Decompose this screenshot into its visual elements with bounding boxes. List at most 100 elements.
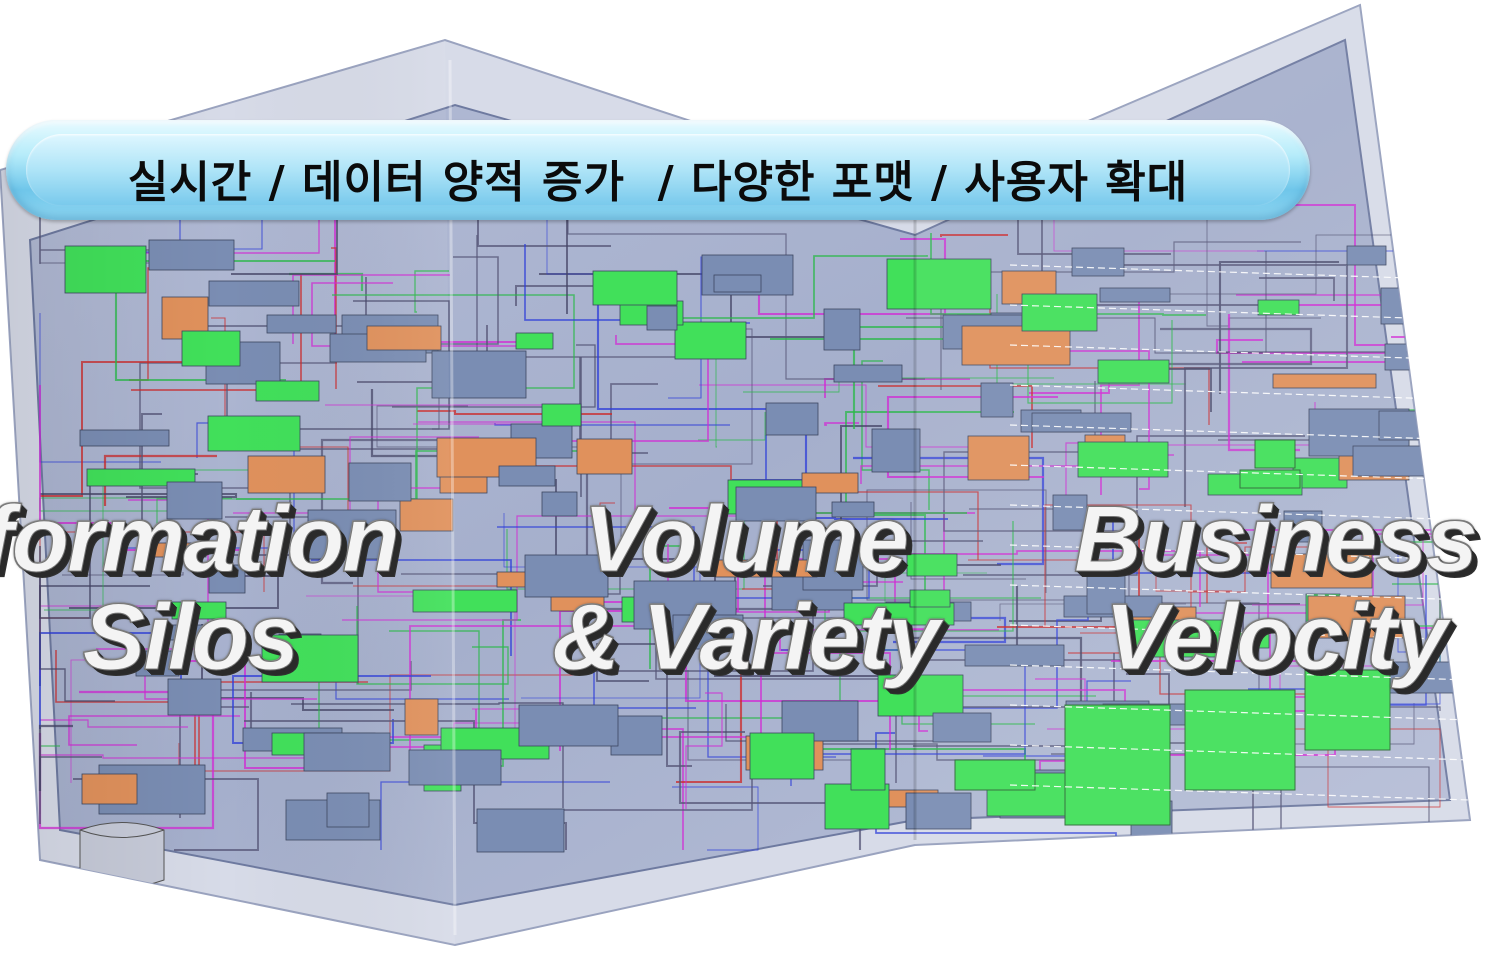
diagram-box <box>871 428 921 473</box>
word-business-line2: Velocity <box>1104 584 1448 689</box>
connector-line <box>1188 546 1322 593</box>
connector-line <box>874 550 1201 607</box>
diagram-box <box>1119 619 1224 658</box>
diagram-box <box>592 270 678 306</box>
diagram-box <box>905 792 972 830</box>
diagram-box <box>1378 410 1420 441</box>
diagram-box <box>1097 359 1170 384</box>
connector-line <box>1206 542 1247 603</box>
diagram-box <box>823 308 861 351</box>
connector-line <box>1259 277 1335 301</box>
diagram-block <box>1254 439 1296 469</box>
connector-line <box>910 502 1026 580</box>
connector-line <box>666 638 692 767</box>
diagram-box <box>824 783 890 830</box>
diagram-box <box>843 602 955 626</box>
diagram-box <box>877 674 964 717</box>
diagram-box <box>541 403 582 427</box>
connector-line <box>698 412 766 441</box>
connector-line <box>555 479 948 677</box>
connector-line <box>1108 263 1349 507</box>
connector-line <box>968 559 1232 592</box>
connector-line <box>824 422 859 426</box>
connector-line <box>699 384 1012 448</box>
diagram-box <box>1257 299 1300 316</box>
diagram-box <box>1272 373 1377 389</box>
diagram-box <box>1099 287 1171 303</box>
diagram-box <box>906 553 958 577</box>
diagram-box <box>1346 245 1387 266</box>
banner-inner <box>26 134 1290 206</box>
diagram-box <box>518 704 619 747</box>
word-business-velocity: Business Velocity <box>1050 486 1493 689</box>
connector-line <box>725 704 961 742</box>
connector-line <box>353 502 615 587</box>
diagram-box <box>980 382 1014 418</box>
diagram-box <box>831 501 875 518</box>
connector-line <box>1095 516 1277 574</box>
connector-line <box>546 219 612 275</box>
connector-line <box>418 421 638 536</box>
word-business-line1: Business <box>1074 486 1479 591</box>
connector-line <box>861 360 930 510</box>
word-volume-variety: Volume & Variety <box>520 486 970 689</box>
diagram-box <box>674 321 747 360</box>
diagram-box <box>524 554 609 598</box>
word-information-line1: formation <box>0 486 400 591</box>
diagram-box <box>498 465 556 487</box>
connector-line <box>940 234 1008 237</box>
diagram-box <box>1086 563 1126 615</box>
connector-line <box>1138 554 1374 614</box>
diagram-box <box>1052 494 1088 531</box>
banner-title: 실시간 / 데이터 양적 증가 / 다양한 포맷 / 사용자 확대 <box>127 157 1189 208</box>
diagram-box <box>909 589 951 608</box>
connector-line <box>1137 234 1440 295</box>
connector-line <box>672 786 759 851</box>
diagram-box <box>714 559 818 578</box>
diagram-box <box>646 305 678 331</box>
connector-line <box>918 713 928 732</box>
diagram-box <box>833 364 903 383</box>
diagram-box <box>765 402 819 436</box>
fold-left <box>0 40 455 945</box>
connector-line <box>853 456 1045 566</box>
diagram-box <box>1283 510 1323 543</box>
diagram-box <box>1071 247 1125 277</box>
connector-line <box>743 377 1054 393</box>
diagram-box <box>476 808 565 853</box>
diagram-box <box>1021 293 1098 332</box>
diagram-box <box>850 748 886 791</box>
diagram-box <box>610 715 663 756</box>
connector-line <box>940 241 1301 390</box>
diagram-box <box>749 732 815 780</box>
diagram-box <box>1077 441 1169 478</box>
connector-line <box>656 255 928 319</box>
connector-line <box>715 352 717 448</box>
diagram-box <box>1307 595 1406 639</box>
diagram-box <box>541 491 578 517</box>
diagram-box <box>576 438 633 475</box>
diagram-block <box>1184 689 1296 791</box>
diagram-box <box>515 332 554 350</box>
diagram-block <box>1304 669 1391 751</box>
diagram-box <box>967 435 1030 481</box>
headline-banner: 실시간 / 데이터 양적 증가 / 다양한 포맷 / 사용자 확대 <box>6 120 1310 220</box>
connector-line <box>1158 368 1212 412</box>
diagram-block <box>1064 704 1171 826</box>
connector-line <box>503 513 701 699</box>
diagram-box <box>932 712 992 743</box>
connector-line <box>1218 260 1339 394</box>
word-volume-line1: Volume <box>582 486 909 591</box>
connector-line <box>567 201 925 380</box>
connector-line <box>1367 706 1441 711</box>
diagram-box <box>1031 412 1132 433</box>
diagram-box <box>1270 553 1373 589</box>
connector-line <box>1215 338 1395 355</box>
diagram-box <box>713 274 762 293</box>
word-information-line2: Silos <box>82 584 300 689</box>
diagram-box <box>672 614 744 650</box>
connector-line <box>685 692 723 809</box>
word-volume-line2: & Variety <box>551 584 940 689</box>
word-information-silos: formation Silos <box>0 486 440 689</box>
